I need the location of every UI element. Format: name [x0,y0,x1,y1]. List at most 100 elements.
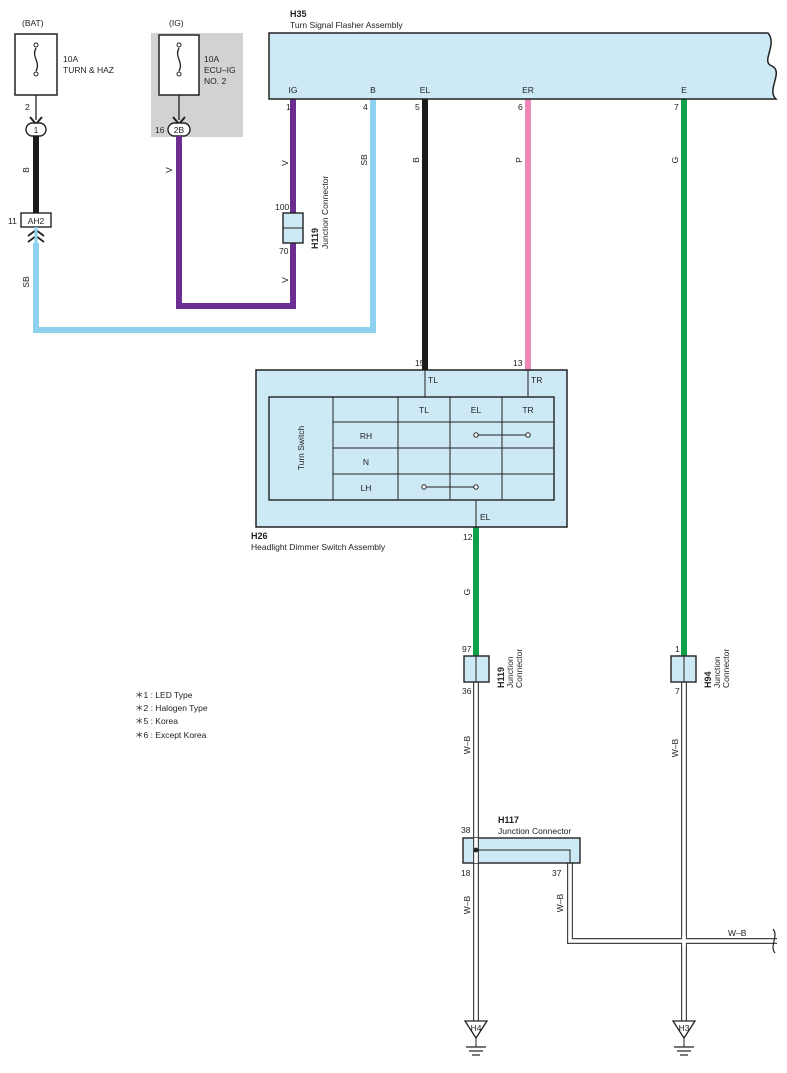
contact-dot [525,432,531,438]
ground-triangle-icon [463,1020,489,1040]
turn-switch-table: Turn Switch TL EL TR RH N LH [268,396,555,501]
h26-name: Headlight Dimmer Switch Assembly [251,542,386,552]
h117-pin-38: 38 [461,825,471,835]
h35-pin-5: 5 [415,102,420,112]
wire-skyblue-b [33,99,376,333]
h35-id: H35 [290,9,307,19]
row-rh: RH [360,431,372,441]
ah2-pin: 11 [8,216,17,226]
h117-pin-37: 37 [552,868,562,878]
h26-term-el: EL [480,512,491,522]
h35-box [268,32,778,100]
footnotes: ＊1 : LED Type ＊2 : Halogen Type ＊5 : Kor… [135,689,208,742]
connector-ah2: 11 AH2 [8,212,52,243]
wire-violet-ig-low [176,136,296,309]
note-1: ＊1 : LED Type [135,690,193,700]
h35-term-el: EL [420,85,431,95]
wire-label-wb-h119: W–B [462,735,472,754]
h117-id: H117 [498,815,519,825]
col-tr: TR [522,405,533,415]
fuse-bat: (BAT) 10A TURN & HAZ 2 1 [14,18,114,137]
wire-label-wb-37: W–B [555,893,565,912]
h119-top-pin-100: 100 [275,202,289,212]
fuse-bat-rating: 10A [63,54,78,64]
wire-label-v-fuse: V [164,167,174,173]
junction-h119-bottom: 97 36 H119 Junction Connector [462,644,524,696]
h119-bottom-pin-97: 97 [462,644,472,654]
ground-h4: H4 [463,1020,489,1056]
h35-term-er: ER [522,85,534,95]
contact-dot [473,484,479,490]
fuse-ig-source: (IG) [169,18,184,28]
h26-pin-12: 12 [463,532,473,542]
h26-term-tl: TL [428,375,438,385]
wire-label-b-bat: B [21,167,31,173]
wire-label-wb-right: W–B [728,928,747,938]
fuse-bat-source: (BAT) [22,18,44,28]
h119-bottom-name2: Connector [514,649,524,688]
wire-label-g-e: G [670,157,680,164]
h119-bottom-name1: Junction [505,656,515,688]
h35-pin-7: 7 [674,102,679,112]
h94-id: H94 [703,671,713,688]
fuse-ig: (IG) 10A ECU–IG NO. 2 2B 16 [151,18,243,137]
fuse-ig-pin: 16 [155,125,165,135]
contact-dot [473,432,479,438]
h117-name: Junction Connector [498,826,571,836]
wire-label-wb-h4: W–B [462,895,472,914]
wire-label-v-lower: V [280,277,290,283]
h35-name: Turn Signal Flasher Assembly [290,20,403,30]
connector-1-label: 1 [34,125,39,135]
ah2-label: AH2 [28,216,45,226]
col-tl: TL [419,405,429,415]
row-n: N [363,457,369,467]
ground-h3-label: H3 [679,1023,690,1033]
h26-term-tr: TR [531,375,542,385]
h119-top-name: Junction Connector [320,176,330,249]
wire-label-p-er: P [514,157,524,163]
h94-name1: Junction [712,656,722,688]
wire-label-wb-h94: W–B [670,738,680,757]
fuse-ig-element-icon [176,47,182,72]
wire-label-v-upper: V [280,160,290,166]
h119-top-pin-70: 70 [279,246,289,256]
h26-assembly: 15 13 TL TR Turn Switch TL EL TR RH N LH [251,358,568,552]
wire-label-g-h26: G [462,589,472,596]
ground-h3: H3 [671,1020,697,1056]
splice-dot [473,847,479,853]
h35-term-e: E [681,85,687,95]
h119-top-id: H119 [310,228,320,249]
col-el: EL [471,405,482,415]
h94-pin-1: 1 [675,644,680,654]
turn-switch-title: Turn Switch [296,425,306,470]
h94-name2: Connector [721,649,731,688]
wire-label-sb-b: SB [359,154,369,166]
h26-pin-13: 13 [513,358,523,368]
note-3: ＊5 : Korea [135,716,178,727]
connector-2b-label: 2B [174,125,185,135]
fuse-bat-name: TURN & HAZ [63,65,114,75]
h94-pin-7: 7 [675,686,680,696]
fuse-bat-pin: 2 [25,102,30,112]
junction-h119-top: 100 70 H119 Junction Connector [275,176,330,256]
h35-term-b: B [370,85,376,95]
h35-assembly: H35 Turn Signal Flasher Assembly IG B EL… [268,9,778,112]
fuse-ig-name1: ECU–IG [204,65,236,75]
h119-bottom-id: H119 [496,667,506,688]
h26-pin-15: 15 [415,358,425,368]
fuse-bat-element-icon [33,47,39,72]
wire-label-sb-ah2: SB [21,276,31,288]
h35-term-ig: IG [289,85,298,95]
contact-dot [421,484,427,490]
junction-h94: 1 7 H94 Junction Connector [670,644,731,696]
h35-pin-4: 4 [363,102,368,112]
ground-triangle-icon [671,1020,697,1040]
h26-id: H26 [251,531,268,541]
row-lh: LH [361,483,372,493]
h35-pin-1: 1 [286,102,291,112]
wire-break-icon [772,928,776,954]
junction-h117: H117 Junction Connector 38 18 37 [461,815,581,878]
note-4: ＊6 : Except Korea [135,729,207,740]
h119-bottom-pin-36: 36 [462,686,472,696]
